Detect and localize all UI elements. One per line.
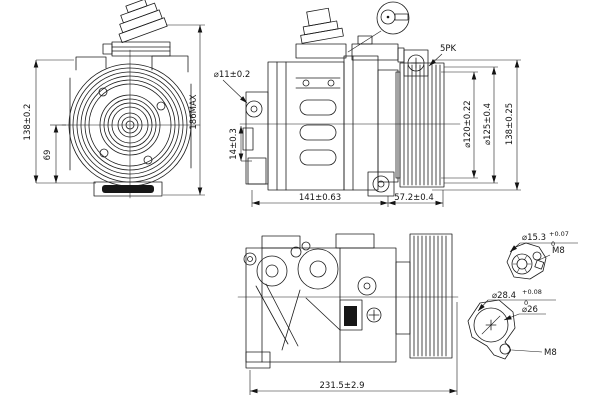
dim-pulley-height-label: 138±0.25 <box>505 103 515 145</box>
dim-total-length-label: 231.5±2.9 <box>320 381 365 391</box>
dim-pulley-dia-label: ⌀125±0.4 <box>483 103 493 145</box>
large-port-tol-upper: +0.08 <box>522 288 542 296</box>
dim-pulley-depth-label: 57.2±0.4 <box>394 193 434 203</box>
bottom-body <box>245 233 411 369</box>
dim-port-dia-label: ⌀11±0.2 <box>214 70 251 80</box>
side-view-dimensions: ⌀11±0.2 14±0.3 141±0.63 57.2±0.4 5PK ⌀12… <box>214 44 521 207</box>
small-port-detail <box>506 242 547 280</box>
large-port-dia-label: ⌀28.4 <box>492 291 516 301</box>
rear-head <box>343 55 399 197</box>
pulley-bottom <box>409 233 453 359</box>
pulley-side <box>395 62 445 188</box>
large-port-labels: ⌀28.4 +0.08 0 ⌀26 M8 <box>477 288 557 358</box>
front-head <box>242 91 269 185</box>
front-view-dimensions: 138±0.2 69 186MAX <box>23 24 205 196</box>
small-port-dia-label: ⌀15.3 <box>522 233 546 243</box>
cylinder-body <box>267 61 345 191</box>
dim-length-label: 141±0.63 <box>299 193 341 203</box>
large-port-thread-label: M8 <box>544 348 557 358</box>
dim-groove-dia-label: ⌀120±0.22 <box>463 100 473 147</box>
large-port-inner-dia-label: ⌀26 <box>522 305 538 315</box>
dim-height-label: 138±0.2 <box>23 104 33 141</box>
small-port-labels: ⌀15.3 +0.07 0 M8 <box>509 230 578 261</box>
bottom-bosses <box>243 241 382 331</box>
front-view <box>61 0 201 199</box>
clutch-rivets <box>98 87 166 165</box>
small-port-thread-label: M8 <box>552 246 565 256</box>
detail-callout <box>347 1 410 53</box>
side-view <box>239 7 461 197</box>
dim-offset-label: 14±0.3 <box>229 128 239 159</box>
bottom-view-dimensions: 231.5±2.9 <box>249 302 458 395</box>
mounting-foot <box>93 181 163 197</box>
large-port-detail <box>467 299 516 360</box>
bottom-view <box>237 233 459 369</box>
large-port-tol-lower: 0 <box>524 299 528 307</box>
small-port-tol-upper: +0.07 <box>549 230 569 238</box>
dim-half-label: 69 <box>43 150 53 161</box>
bottom-bracket <box>255 283 341 351</box>
belt-type-label: 5PK <box>440 44 457 54</box>
dim-overall-label: 186MAX <box>189 94 199 129</box>
torx-splines <box>512 255 532 273</box>
electrical-connector <box>102 0 171 57</box>
small-port-tol-lower: 0 <box>551 240 555 248</box>
